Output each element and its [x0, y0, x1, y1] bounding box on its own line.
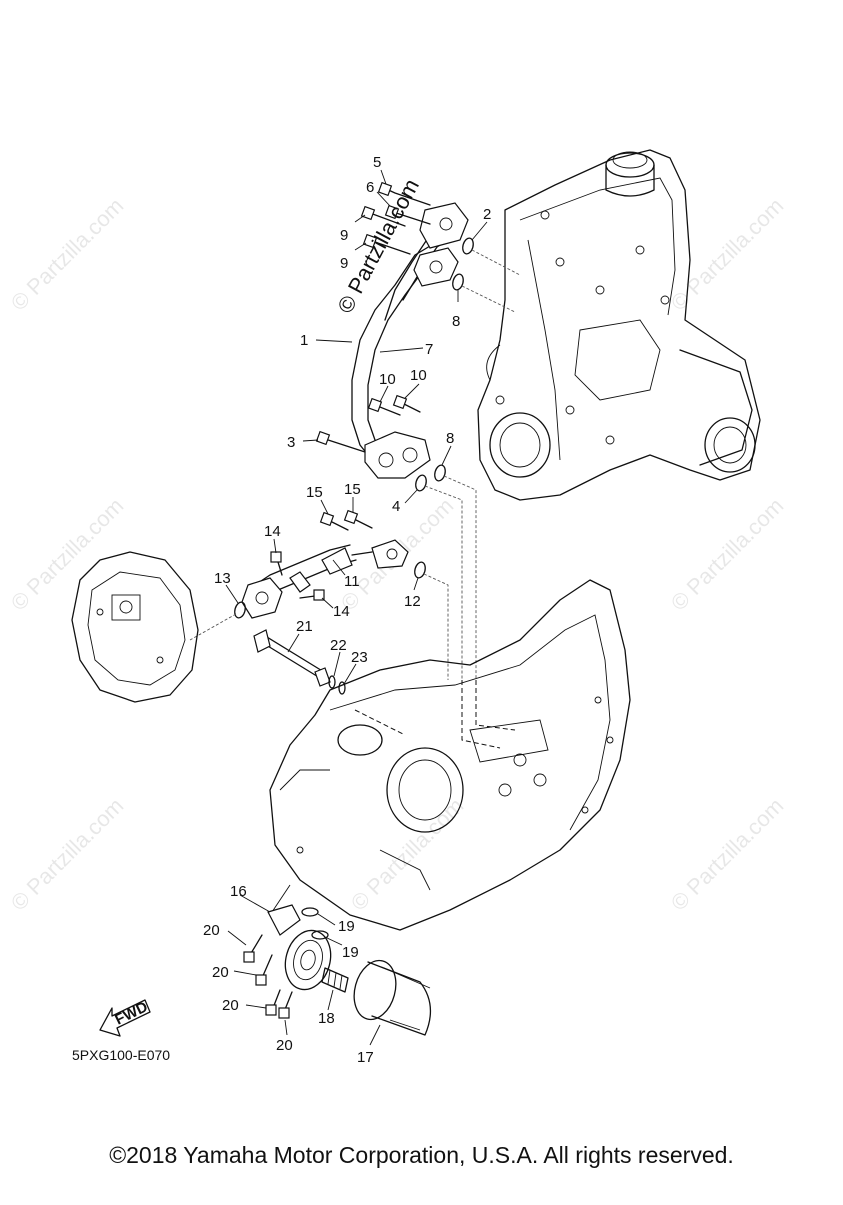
callout-20: 20 [212, 964, 229, 981]
callout-9: 9 [340, 255, 348, 272]
oil-pipe-assembly [351, 202, 469, 479]
callout-6: 6 [366, 179, 374, 196]
callout-22: 22 [330, 637, 347, 654]
callout-18: 18 [318, 1010, 335, 1027]
callout-19: 19 [338, 918, 355, 935]
callout-17: 17 [357, 1049, 374, 1066]
diagram-code: 5PXG100-E070 [72, 1047, 170, 1063]
oil-delivery-pipe [189, 509, 449, 680]
callout-8: 8 [446, 430, 454, 447]
bolt-group-top [360, 181, 521, 313]
watermark-tile: © Partzilla.com [666, 793, 789, 916]
crankcase-cover-upper [477, 149, 761, 501]
callout-12: 12 [404, 593, 421, 610]
watermark-tile: © Partzilla.com [666, 493, 789, 616]
callout-13: 13 [214, 570, 231, 587]
oil-filter-group [243, 884, 432, 1036]
callout-2: 2 [483, 206, 491, 223]
side-cover-left [71, 551, 199, 703]
callout-10: 10 [410, 367, 427, 384]
callout-4: 4 [392, 498, 400, 515]
callout-5: 5 [373, 154, 381, 171]
watermark-tile: © Partzilla.com [6, 193, 129, 316]
callout-14: 14 [264, 523, 281, 540]
callout-20: 20 [276, 1037, 293, 1054]
callout-23: 23 [351, 649, 368, 666]
callout-8: 8 [452, 313, 460, 330]
callout-21: 21 [296, 618, 313, 635]
callout-20: 20 [203, 922, 220, 939]
relief-valve-shaft [253, 629, 346, 695]
leader-lines [225, 169, 488, 1046]
fwd-arrow: FWD [99, 998, 151, 1037]
callout-10: 10 [379, 371, 396, 388]
copyright-notice: ©2018 Yamaha Motor Corporation, U.S.A. A… [109, 1142, 734, 1168]
crankcase-lower [269, 579, 631, 931]
callout-labels: 5 6 9 9 2 8 1 7 10 10 3 8 4 15 15 14 13 … [203, 154, 491, 1066]
callout-3: 3 [287, 434, 295, 451]
watermark-tile: © Partzilla.com [666, 193, 789, 316]
callout-15: 15 [344, 481, 361, 498]
callout-7: 7 [425, 341, 433, 358]
watermark-tile: © Partzilla.com [6, 493, 129, 616]
watermark-main: © Partzilla.com [332, 175, 424, 318]
callout-11: 11 [344, 573, 360, 590]
callout-19: 19 [342, 944, 359, 961]
fwd-label: FWD [112, 998, 150, 1028]
bolt-group-middle [315, 394, 477, 680]
watermark-tile: © Partzilla.com [6, 793, 129, 916]
callout-20: 20 [222, 997, 239, 1014]
callout-9: 9 [340, 227, 348, 244]
callout-16: 16 [230, 883, 247, 900]
callout-1: 1 [300, 332, 308, 349]
callout-15: 15 [306, 484, 323, 501]
callout-14: 14 [333, 603, 350, 620]
